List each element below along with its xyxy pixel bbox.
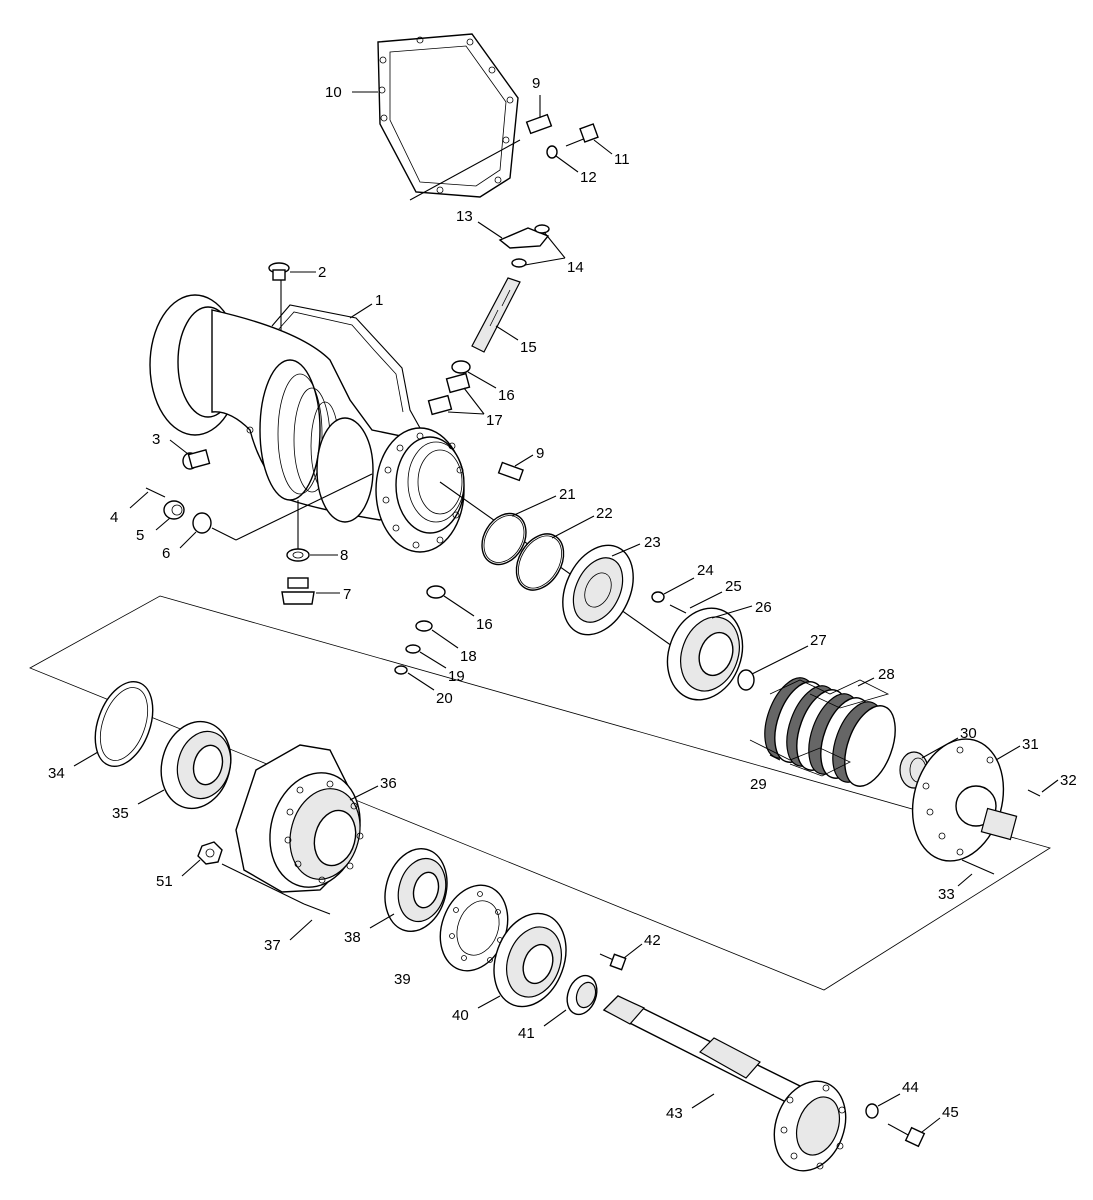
part-number-34: 34	[48, 765, 65, 782]
circlip-part-14b	[511, 258, 527, 268]
part-number-22: 22	[596, 505, 613, 522]
plug-part-5	[163, 500, 185, 520]
circlip-part-14a	[534, 224, 550, 234]
hub-group-boundary	[29, 595, 1051, 991]
part-number-6: 6	[162, 545, 170, 562]
screw-part-32	[1027, 789, 1041, 797]
part-number-16-top: 16	[498, 387, 515, 404]
part-number-42: 42	[644, 932, 661, 949]
part-number-7: 7	[343, 586, 351, 603]
dowel-pin-part-lower	[497, 461, 524, 482]
washer-part-44	[865, 1103, 879, 1119]
bushing-part-16-top	[451, 360, 471, 374]
part-number-23: 23	[644, 534, 661, 551]
part-number-44: 44	[902, 1079, 919, 1096]
part-number-31: 31	[1022, 736, 1039, 753]
bushing-part-17a	[445, 372, 471, 394]
spring-part-24	[651, 591, 665, 603]
part-number-20: 20	[436, 690, 453, 707]
bearing-cover-part-40	[493, 912, 567, 1008]
housing-gasket-part	[271, 304, 421, 429]
part-number-8: 8	[340, 547, 348, 564]
part-number-4: 4	[110, 509, 118, 526]
screw-part-25	[669, 604, 687, 614]
washer-part-12	[546, 145, 558, 159]
ring-part-18	[415, 620, 433, 632]
part-number-51: 51	[156, 873, 173, 890]
part-number-3: 3	[152, 431, 160, 448]
part-number-36: 36	[380, 775, 397, 792]
part-number-30: 30	[960, 725, 977, 742]
bearing-part-35	[160, 720, 232, 810]
part-number-39: 39	[394, 971, 411, 988]
part-number-15: 15	[520, 339, 537, 356]
housing-flange-part	[375, 427, 465, 553]
part-number-43: 43	[666, 1105, 683, 1122]
bearing-part-38	[384, 847, 448, 933]
washer-part-8	[286, 548, 310, 562]
part-number-18: 18	[460, 648, 477, 665]
bolt-part-42	[599, 953, 627, 971]
part-number-1: 1	[375, 292, 383, 309]
part-number-17: 17	[486, 412, 503, 429]
breather-plug-part	[268, 262, 290, 281]
stud-bolt-part-37	[221, 863, 331, 915]
part-number-28: 28	[878, 666, 895, 683]
pin-part-3	[182, 449, 211, 470]
part-number-33: 33	[938, 886, 955, 903]
ring-part-19	[405, 644, 421, 654]
oil-seal-part-41	[566, 974, 598, 1016]
drain-plug-part	[281, 577, 315, 605]
part-number-19: 19	[448, 668, 465, 685]
part-number-41: 41	[518, 1025, 535, 1042]
part-number-40: 40	[452, 1007, 469, 1024]
part-number-27: 27	[810, 632, 827, 649]
dowel-pin-part	[525, 113, 553, 135]
screw-part-4	[145, 487, 166, 498]
axle-shaft-part	[602, 995, 847, 1172]
part-number-9-top: 9	[532, 75, 540, 92]
wheel-hub-part	[235, 744, 364, 893]
shaft-part-15	[471, 277, 521, 353]
o-ring-part-21	[481, 512, 527, 566]
o-ring-part-6	[192, 512, 212, 534]
part-number-25: 25	[725, 578, 742, 595]
part-number-24: 24	[697, 562, 714, 579]
seal-ring-part-34	[94, 681, 154, 767]
part-number-12: 12	[580, 169, 597, 186]
nut-part-51	[197, 841, 223, 865]
snap-ring-part-27	[737, 669, 755, 691]
part-number-13: 13	[456, 208, 473, 225]
part-number-38: 38	[344, 929, 361, 946]
ring-part-20	[394, 665, 408, 675]
part-number-35: 35	[112, 805, 129, 822]
part-number-16-lower: 16	[476, 616, 493, 633]
lever-plate-part	[498, 227, 550, 249]
part-number-32: 32	[1060, 772, 1077, 789]
bushing-part-17b	[427, 394, 453, 416]
part-number-45: 45	[942, 1104, 959, 1121]
thrust-plate-part	[562, 544, 634, 636]
bushing-part-16-lower	[426, 585, 446, 599]
part-number-11: 11	[614, 151, 630, 168]
part-number-5: 5	[136, 527, 144, 544]
clutch-disc-stack-part	[764, 677, 896, 787]
part-number-37: 37	[264, 937, 281, 954]
cover-gasket-part	[377, 33, 521, 201]
part-number-9-lower: 9	[536, 445, 544, 462]
cover-flange-part	[911, 738, 1018, 862]
pressure-plate-part	[666, 607, 744, 701]
part-number-10: 10	[325, 84, 342, 101]
part-number-29: 29	[750, 776, 767, 793]
part-number-14: 14	[567, 259, 584, 276]
screw-part-33	[961, 859, 995, 875]
part-number-26: 26	[755, 599, 772, 616]
bolt-part-45	[887, 1123, 926, 1148]
part-number-2: 2	[318, 264, 326, 281]
bolt-part-11	[565, 123, 599, 147]
part-number-21: 21	[559, 486, 576, 503]
